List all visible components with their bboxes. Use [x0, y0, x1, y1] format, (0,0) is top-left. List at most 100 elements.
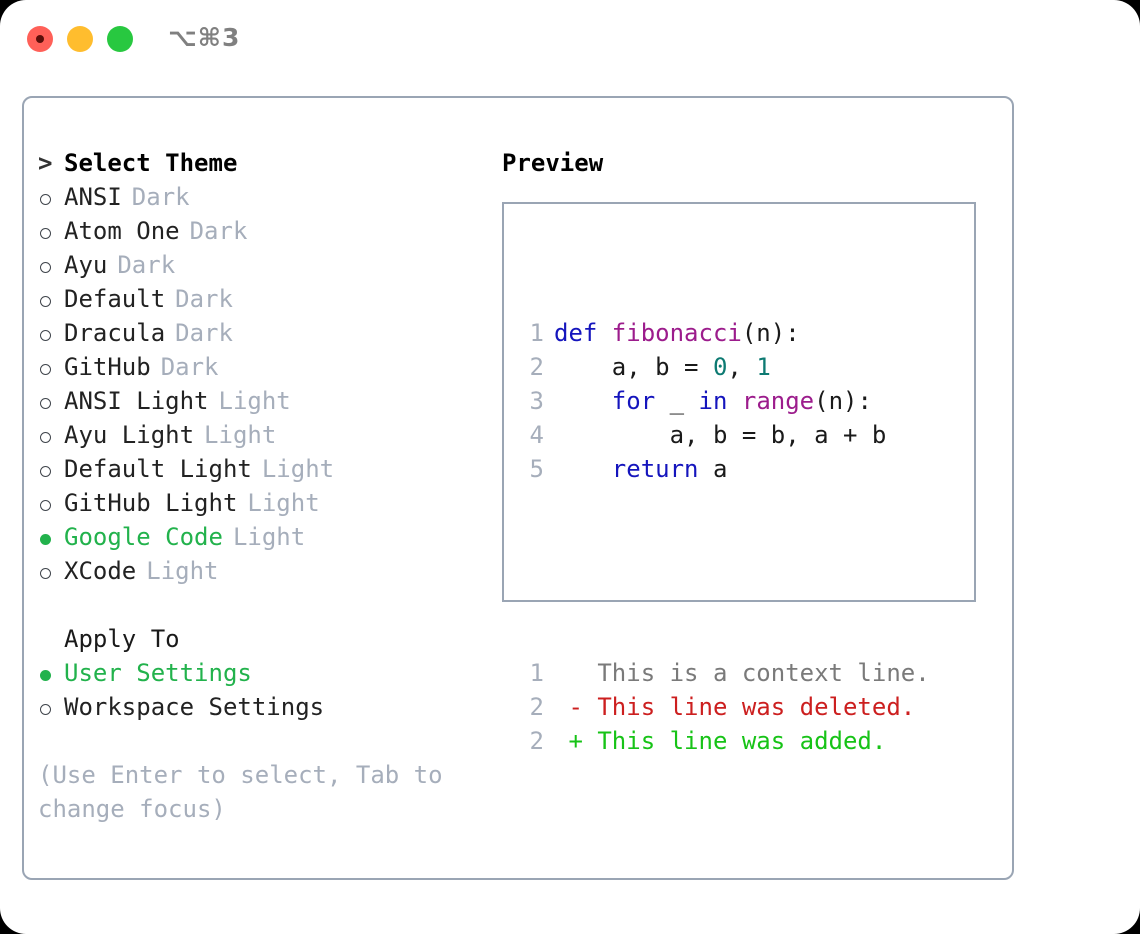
diff-sample: 1 This is a context line.2 - This line w…: [520, 656, 930, 758]
theme-kind-badge: Dark: [117, 251, 176, 279]
theme-list-item[interactable]: Default Dark: [38, 282, 488, 316]
code-line: 5 return a: [520, 452, 930, 486]
line-number: 1: [529, 659, 544, 687]
minimize-button[interactable]: [67, 26, 93, 52]
theme-kind-badge: Light: [204, 421, 277, 449]
theme-list-item[interactable]: Ayu Light Light: [38, 418, 488, 452]
theme-list-item[interactable]: Google Code Light: [38, 520, 488, 554]
radio-unselected-icon[interactable]: [38, 555, 64, 589]
theme-list-item[interactable]: XCode Light: [38, 554, 488, 588]
line-number: 4: [529, 421, 544, 449]
theme-name: Default Light: [64, 455, 252, 483]
traffic-light-group: [27, 26, 133, 52]
diff-text: + This line was added.: [554, 727, 887, 755]
maximize-button[interactable]: [107, 26, 133, 52]
code-token: for: [611, 387, 656, 415]
apply-to-label: User Settings: [64, 659, 252, 687]
code-token: (n):: [741, 319, 800, 347]
theme-kind-badge: Dark: [175, 319, 233, 347]
theme-kind-badge: Dark: [175, 285, 233, 313]
code-token: a, b = b, a + b: [554, 421, 887, 449]
window-shortcut-label: ⌥⌘3: [168, 23, 241, 52]
diff-line: 2 + This line was added.: [520, 724, 930, 758]
theme-name: ANSI Light: [64, 387, 209, 415]
theme-kind-badge: Light: [247, 489, 320, 517]
apply-to-item[interactable]: Workspace Settings: [38, 690, 488, 724]
code-line: 3 for _ in range(n):: [520, 384, 930, 418]
radio-unselected-icon[interactable]: [38, 419, 64, 453]
line-number: 2: [529, 693, 544, 721]
line-number: 1: [529, 319, 544, 347]
radio-unselected-icon[interactable]: [38, 215, 64, 249]
radio-selected-icon[interactable]: [38, 657, 64, 691]
select-theme-heading: > Select Theme: [38, 146, 488, 180]
theme-name: Default: [64, 285, 166, 313]
diff-text: This is a context line.: [554, 659, 930, 687]
theme-name: Google Code: [64, 523, 223, 551]
preview-title: Preview: [502, 149, 604, 177]
theme-list-item[interactable]: Ayu Dark: [38, 248, 488, 282]
code-token: [727, 387, 741, 415]
code-token: fibonacci: [611, 319, 742, 347]
line-number: 2: [529, 353, 544, 381]
radio-unselected-icon[interactable]: [38, 181, 64, 215]
diff-line: 1 This is a context line.: [520, 656, 930, 690]
select-theme-title: Select Theme: [64, 149, 238, 177]
radio-unselected-icon[interactable]: [38, 487, 64, 521]
theme-kind-badge: Light: [232, 523, 306, 551]
theme-name: Ayu Light: [64, 421, 195, 449]
radio-unselected-icon[interactable]: [38, 249, 64, 283]
radio-unselected-icon[interactable]: [38, 453, 64, 487]
code-token: 0: [712, 353, 728, 381]
code-diff-gap: [520, 554, 930, 588]
theme-list-item[interactable]: GitHub Dark: [38, 350, 488, 384]
radio-unselected-icon[interactable]: [38, 385, 64, 419]
radio-selected-icon[interactable]: [38, 521, 64, 555]
apply-to-item[interactable]: User Settings: [38, 656, 488, 690]
radio-unselected-icon[interactable]: [38, 283, 64, 317]
theme-kind-badge: Light: [261, 455, 335, 483]
line-number: 3: [529, 387, 544, 415]
theme-kind-badge: Dark: [131, 183, 190, 211]
theme-name: Atom One: [64, 217, 180, 245]
radio-unselected-icon[interactable]: [38, 691, 64, 725]
code-line: 4 a, b = b, a + b: [520, 418, 930, 452]
code-token: (n):: [814, 387, 872, 415]
theme-name: ANSI: [64, 183, 122, 211]
radio-unselected-icon[interactable]: [38, 317, 64, 351]
keyboard-hint-text: (Use Enter to select, Tab to change focu…: [38, 761, 443, 823]
code-token: [554, 387, 612, 415]
theme-list-item[interactable]: ANSI Dark: [38, 180, 488, 214]
theme-kind-badge: Dark: [160, 353, 219, 381]
code-token: range: [741, 387, 815, 415]
apply-to-title: Apply To: [64, 625, 180, 653]
theme-kind-badge: Light: [218, 387, 291, 415]
code-token: in: [698, 387, 728, 415]
code-token: a: [698, 455, 728, 483]
apply-to-heading: Apply To: [38, 622, 488, 656]
close-button[interactable]: [27, 26, 53, 52]
code-token: 1: [756, 353, 771, 381]
theme-name: GitHub: [64, 353, 151, 381]
theme-kind-badge: Light: [146, 557, 219, 585]
prompt-caret-icon: >: [38, 149, 53, 177]
theme-list-item[interactable]: Default Light Light: [38, 452, 488, 486]
theme-name: GitHub Light: [64, 489, 238, 517]
theme-list-item[interactable]: GitHub Light Light: [38, 486, 488, 520]
theme-name: XCode: [64, 557, 137, 585]
theme-name: Ayu: [64, 251, 108, 279]
theme-list-item[interactable]: ANSI Light Light: [38, 384, 488, 418]
code-token: ,: [727, 353, 757, 381]
radio-unselected-icon[interactable]: [38, 351, 64, 385]
